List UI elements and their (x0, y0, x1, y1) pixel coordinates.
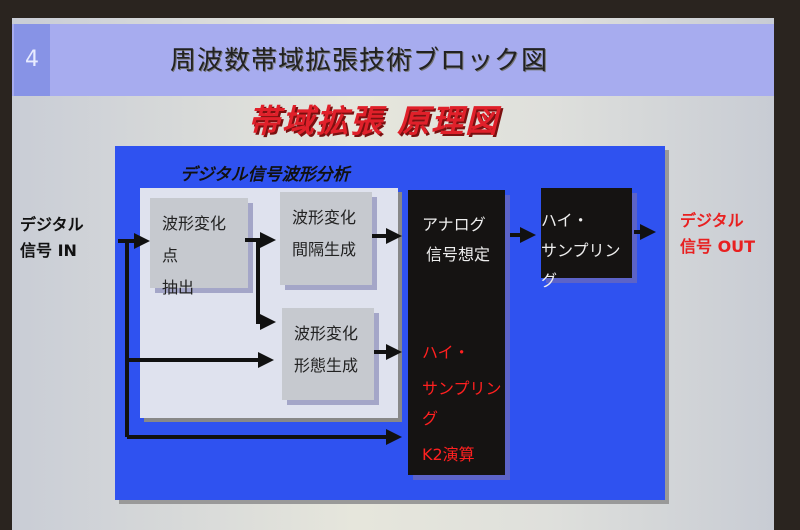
block-label: 信号想定 (426, 245, 491, 264)
block-label-red: K2演算 (422, 445, 475, 464)
block-label: 波形変化 (294, 324, 359, 343)
slide-title: 周波数帯域拡張技術ブロック図 (170, 46, 549, 76)
output-label-line: デジタル (680, 211, 744, 230)
block-label: 形態生成 (294, 356, 359, 375)
block-label: アナログ (422, 215, 486, 234)
block-label-red: ハイ・ (422, 343, 470, 362)
block-form: 波形変化 形態生成 (282, 308, 374, 400)
block-extract: 波形変化点 抽出 (150, 198, 248, 297)
block-analog: アナログ 信号想定 ハイ・ サンプリング K2演算 (408, 190, 505, 475)
line-branch (256, 240, 276, 330)
block-label: 波形変化点 (162, 214, 227, 265)
title-bar (12, 24, 774, 96)
input-label-line: 信号 IN (20, 241, 77, 260)
block-label: 間隔生成 (292, 240, 357, 259)
input-label: デジタル 信号 IN (20, 212, 84, 264)
output-label-line: 信号 OUT (680, 237, 756, 256)
block-label: ハイ・ (541, 211, 589, 230)
block-interval: 波形変化 間隔生成 (280, 192, 372, 285)
block-label: 波形変化 (292, 208, 357, 227)
input-label-line: デジタル (20, 215, 84, 234)
block-label-red: サンプリング (422, 379, 502, 428)
block-label: 抽出 (162, 278, 195, 297)
output-label: デジタル 信号 OUT (680, 208, 755, 260)
section-label: デジタル信号波形分析 (180, 165, 350, 185)
block-label: サンプリング (541, 241, 621, 290)
slide-subtitle: 帯域拡張 原理図 (248, 102, 500, 140)
block-hisampling: ハイ・ サンプリング (541, 188, 632, 290)
slide-number: 4 (14, 24, 50, 96)
